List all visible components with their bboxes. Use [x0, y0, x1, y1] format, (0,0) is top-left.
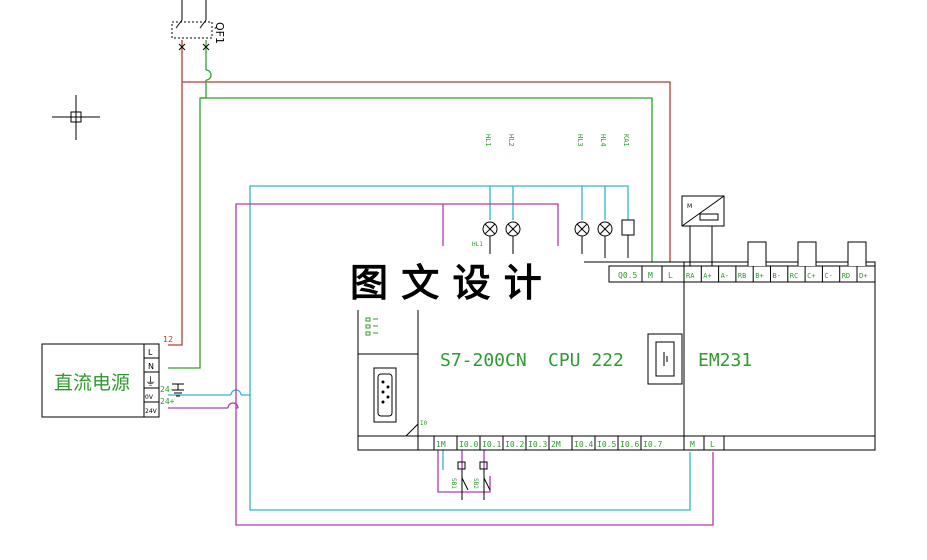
em231-top-terminals: RA A+ A- RB B+ B- RC C+ C- RD D+ [686, 266, 867, 282]
plc-bottom-term: I0.3 [528, 440, 547, 449]
power-supply: 直流电源 L N ⏚ 0V 24V 12 24- 24+ [41, 335, 184, 418]
lamp-label-1: HL1 [484, 134, 492, 147]
plc-bottom-term: I0.4 [574, 440, 593, 449]
em231-top-term: RB [738, 272, 746, 280]
plc-bottom-term: I0.5 [597, 440, 616, 449]
expansion-connector-icon [647, 333, 683, 385]
em231-top-term: RC [790, 272, 798, 280]
power-supply-name: 直流电源 [54, 372, 130, 394]
green-wires [168, 40, 653, 369]
ps-wire-num: 12 [163, 335, 173, 344]
lamp-label-3: HL3 [576, 134, 584, 147]
plc-model: S7-200CN [440, 350, 527, 371]
lamp-icon [597, 221, 613, 237]
crosshair-icon [52, 95, 100, 140]
svg-text:M: M [687, 203, 692, 210]
em231-bottom-term: M [690, 440, 695, 449]
ps-out-minus: 24- [160, 385, 174, 394]
cyan-wires [168, 185, 691, 511]
circuit-breaker [171, 0, 213, 51]
status-led-icon [365, 317, 378, 336]
lamp-tag: HL1 [472, 241, 483, 248]
lamp-icon [505, 221, 521, 237]
db9-port-icon [373, 367, 397, 423]
em231-bottom-term: L [710, 440, 715, 449]
plc-module: I0 Q0.5 M L S7-200CN CPU 222 1M I0.0 I0.1 I… [357, 261, 685, 451]
plc-bottom-term: I0.1 [482, 440, 501, 449]
plc-bottom-term: I0.6 [620, 440, 639, 449]
magenta-wires [168, 203, 714, 526]
lamp-icon [482, 221, 498, 237]
ps-term-gnd: ⏚ [145, 375, 156, 388]
relay-coil [621, 219, 635, 236]
plc-bottom-term: I0.2 [505, 440, 524, 449]
em231-name: EM231 [698, 350, 752, 371]
lamp-icon [574, 221, 590, 237]
em231-top-term: A- [721, 272, 729, 280]
plc-top-term: Q0.5 [618, 271, 637, 280]
watermark: 图 文 设 计 [350, 260, 542, 305]
watermark-backdrop [346, 254, 584, 310]
ps-out-plus: 24+ [160, 397, 175, 406]
lamp-label-4: HL4 [599, 134, 607, 147]
ps-term-n: N [148, 362, 154, 371]
lamp-group [482, 219, 635, 258]
plc-bottom-term: 1M [436, 440, 446, 449]
ps-term-l: L [148, 348, 153, 357]
em231-top-term: C- [824, 272, 832, 280]
ps-term-plus: 24V [145, 408, 158, 415]
switch-group [457, 461, 491, 500]
em231-module: EM231 M L RA A+ A- RB B+ B- RC C+ C- RD D+ M [681, 195, 876, 451]
ground-icon [172, 383, 184, 397]
unused-loop-icons [747, 241, 867, 266]
switch-label-1: SB1 [450, 478, 457, 489]
plc-bottom-term: I0.7 [643, 440, 662, 449]
plc-bottom-terminals: 1M I0.0 I0.1 I0.2 I0.3 2M I0.4 I0.5 I0.6 I0.7 [433, 436, 662, 450]
em231-top-term: D+ [859, 272, 867, 280]
red-wires [168, 40, 671, 346]
plc-cpu: CPU 222 [548, 350, 624, 371]
em231-top-term: B- [773, 272, 781, 280]
em231-top-term: B+ [755, 272, 763, 280]
lamp-label-2: HL2 [507, 134, 515, 147]
plc-io-label: I0 [420, 420, 428, 427]
lamp-label-5: KA1 [622, 134, 630, 147]
plc-bottom-term: 2M [551, 440, 561, 449]
transmitter-icon: M [681, 195, 725, 266]
switch-label-2: SB2 [472, 478, 479, 489]
plc-bottom-term: I0.0 [459, 440, 478, 449]
plc-top-term: L [668, 271, 673, 280]
em231-top-term: A+ [703, 272, 711, 280]
em231-top-term: C+ [807, 272, 815, 280]
em231-top-term: RD [842, 272, 850, 280]
plc-top-term: M [648, 271, 653, 280]
em231-top-term: RA [686, 272, 695, 280]
breaker-label: QF1 [213, 22, 226, 44]
ps-term-minus: 0V [145, 394, 154, 401]
